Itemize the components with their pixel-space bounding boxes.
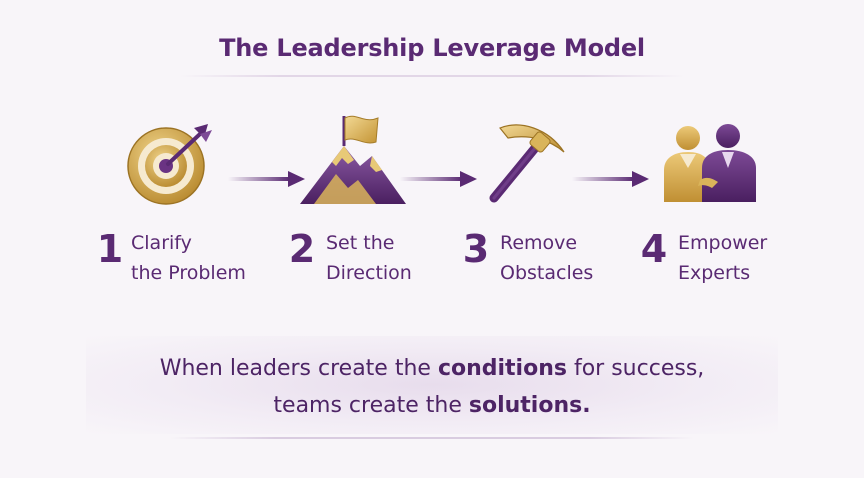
step-3-label: Remove Obstacles (500, 228, 660, 288)
quote-emphasis: conditions (437, 356, 567, 381)
arrow-right-icon (572, 171, 649, 187)
quote-divider (170, 437, 694, 439)
step-4-label: Empower Experts (678, 228, 838, 288)
step-4-label-line1: Empower (678, 232, 768, 254)
step-2-label-line1: Set the (326, 232, 395, 254)
step-1-number: 1 (96, 227, 124, 271)
step-1-label-line2: the Problem (131, 262, 246, 284)
page-title: The Leadership Leverage Model (219, 34, 645, 62)
step-4-number: 4 (640, 227, 668, 271)
arrow-right-icon (228, 171, 305, 187)
step-2-number: 2 (288, 227, 316, 271)
step-2-label-line2: Direction (326, 262, 412, 284)
step-1-label-line1: Clarify (131, 232, 192, 254)
quote-text: teams create the (273, 393, 469, 418)
quote-line-1: When leaders create the conditions for s… (0, 356, 864, 381)
mountain-flag-icon (300, 115, 406, 204)
step-3-number: 3 (462, 227, 490, 271)
people-icon (664, 124, 756, 202)
title-divider (180, 75, 684, 77)
step-4-label-line2: Experts (678, 262, 751, 284)
arrow-right-icon (400, 171, 477, 187)
step-1-label: Clarify the Problem (131, 228, 291, 288)
quote-text: When leaders create the (159, 356, 438, 381)
target-icon (127, 124, 212, 205)
quote-emphasis: solutions. (468, 393, 591, 418)
quote-panel (86, 336, 778, 434)
step-2-label: Set the Direction (326, 228, 486, 288)
step-3-label-line2: Obstacles (500, 262, 594, 284)
step-3-label-line1: Remove (500, 232, 578, 254)
quote-text: for success, (566, 356, 705, 381)
quote-line-2: teams create the solutions. (0, 393, 864, 418)
pickaxe-icon (489, 124, 565, 203)
